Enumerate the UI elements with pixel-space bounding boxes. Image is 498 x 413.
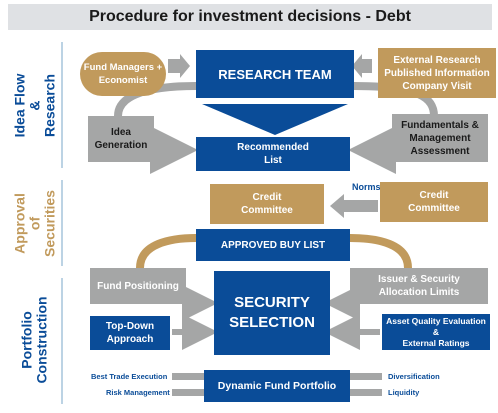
credit-committee-left-box: Credit Committee [210,184,324,224]
credit-committee-right-box: Credit Committee [380,182,488,222]
section-divider-approval [61,180,63,266]
bar-risk-management [172,389,204,396]
funnel-triangle [202,104,348,135]
arc-approved-right [349,234,412,269]
arc-approved-left [136,234,197,269]
arrow-fund-managers [168,54,190,78]
idea-generation-box: Idea Generation [88,116,154,162]
bar-liquidity [350,389,382,396]
best-trade-label: Best Trade Execution [91,372,168,381]
asset-quality-box: Asset Quality Evaluation & External Rati… [382,314,490,350]
fund-managers-box: Fund Managers + Economist [80,52,166,96]
arrow-external-research [352,54,372,78]
bar-best-trade [172,373,204,380]
top-down-box: Top-Down Approach [90,316,170,350]
fundamentals-box: Fundamentals & Management Assessment [392,114,488,162]
section-divider-idea [61,42,63,168]
diversification-label: Diversification [388,372,440,381]
section-divider-portfolio [61,278,63,404]
dynamic-portfolio-box: Dynamic Fund Portfolio [204,370,350,402]
risk-management-label: Risk Management [106,388,170,397]
arrow-norms [330,194,378,218]
security-selection-box: SECURITY SELECTION [214,271,330,355]
diagram-title: Procedure for investment decisions - Deb… [8,4,492,30]
recommended-list-box: Recommended List [196,137,350,171]
bar-diversification [350,373,382,380]
approved-buy-list-box: APPROVED BUY LIST [196,229,350,261]
external-research-box: External Research Published Information … [378,48,496,98]
liquidity-label: Liquidity [388,388,420,397]
issuer-limits-box: Issuer & Security Allocation Limits [350,268,488,304]
norms-label: Norms [352,182,381,192]
research-team-box: RESEARCH TEAM [196,50,354,98]
fund-positioning-box: Fund Positioning [90,268,186,304]
